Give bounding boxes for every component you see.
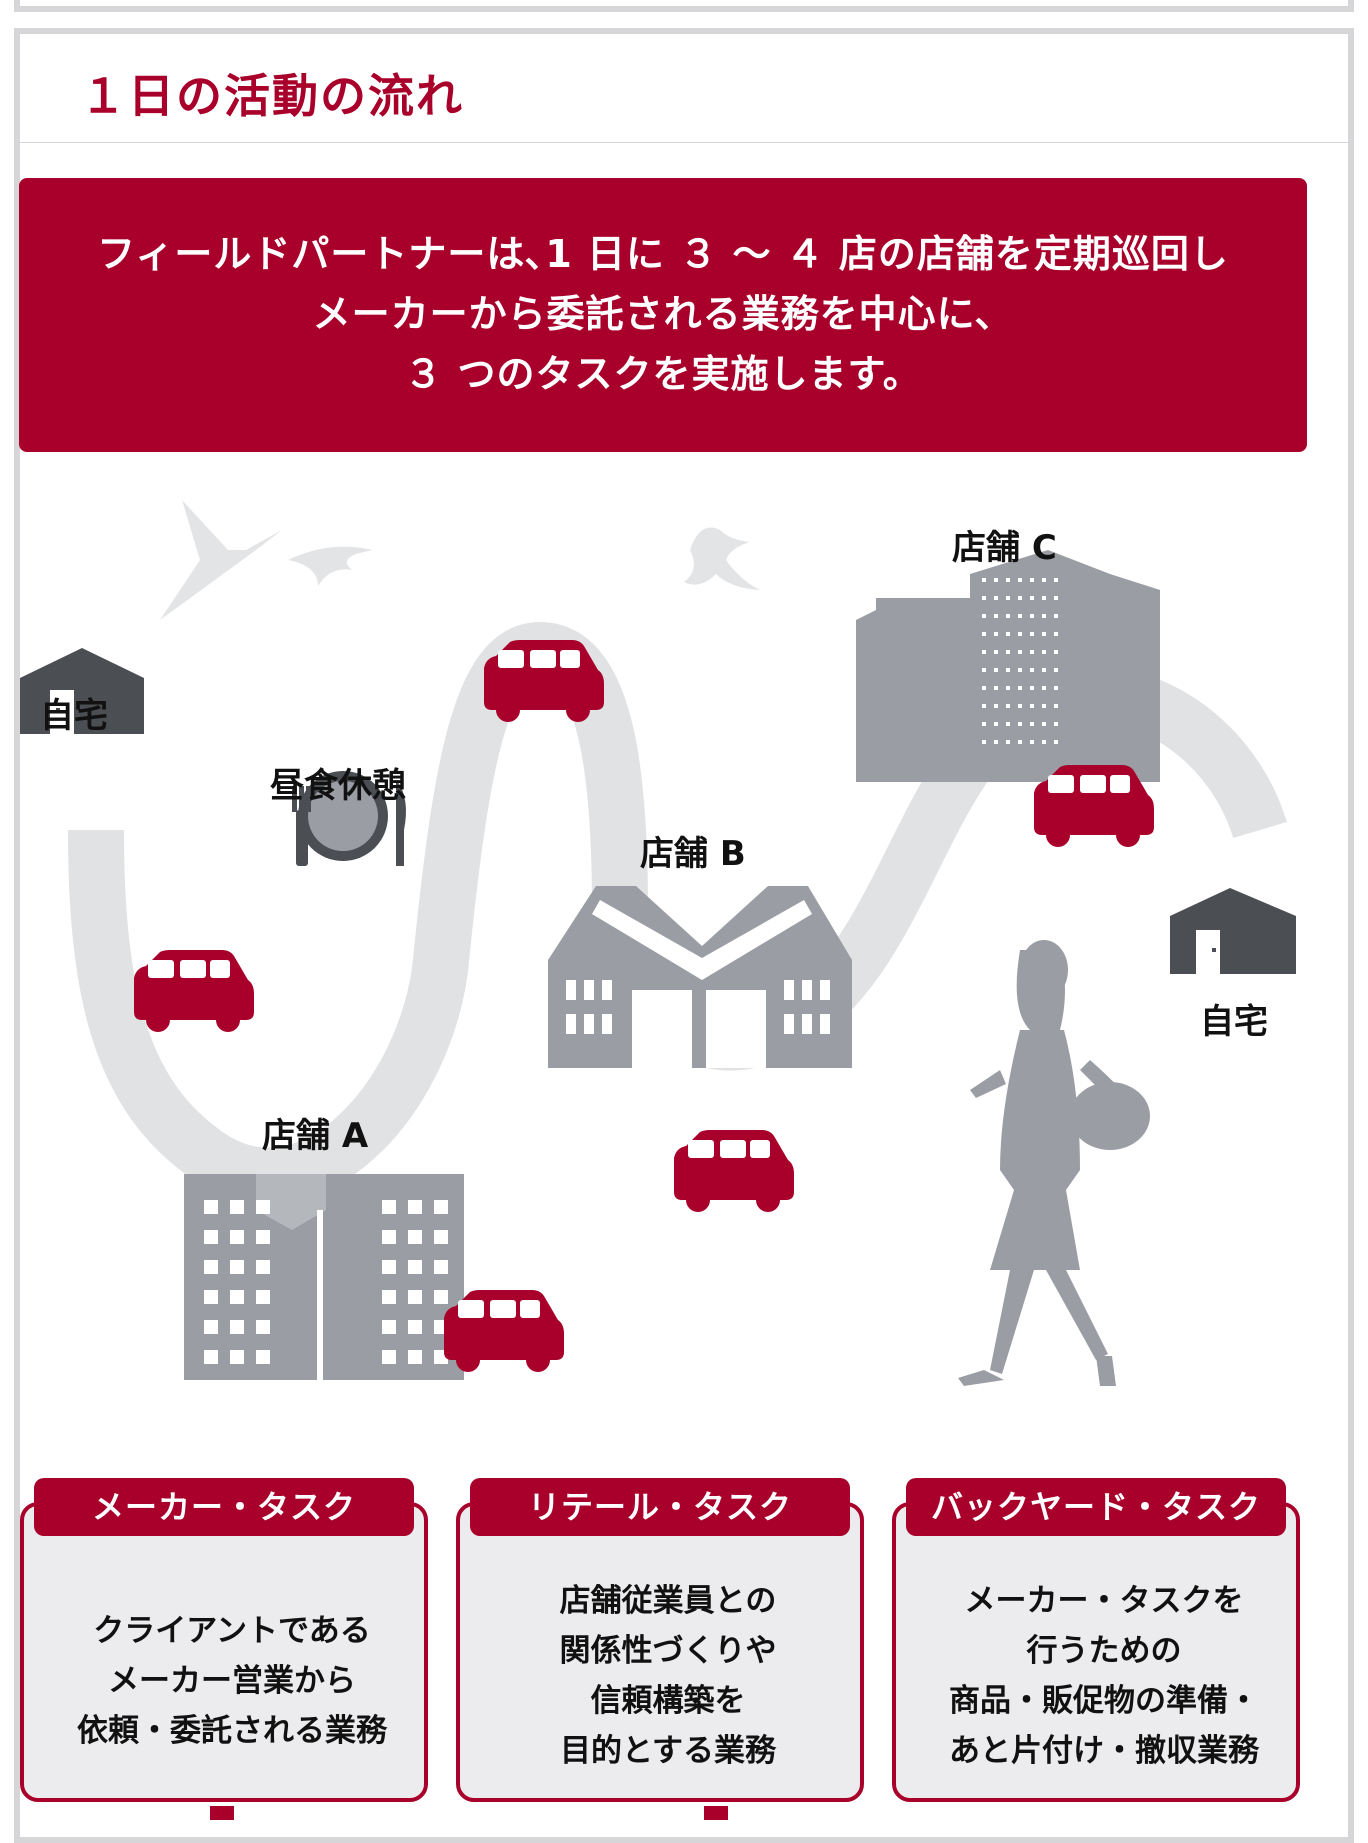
intro-line: フィールドパートナーは､1 日に ３ 〜 ４ 店の店舗を定期巡回し — [97, 232, 1229, 277]
task-line: 行うための — [1026, 1633, 1182, 1669]
connector-stub — [704, 1806, 728, 1820]
task-line: メーカー営業から — [108, 1663, 356, 1699]
route-svg — [20, 500, 1296, 1386]
store-c-building — [856, 550, 1160, 782]
connector-stub — [210, 1806, 234, 1820]
top-frame — [14, 0, 1354, 12]
task-line: メーカー・タスクを — [964, 1583, 1244, 1619]
task-title: メーカー・タスク — [34, 1478, 414, 1536]
task-title: バックヤード・タスク — [906, 1478, 1286, 1536]
task-line: 店舗従業員との — [559, 1583, 777, 1619]
task-card-backyard: メーカー・タスクを 行うための 商品・販促物の準備・ あと片付け・撤収業務 バッ… — [888, 1478, 1304, 1808]
task-description: クライアントである メーカー営業から 依頼・委託される業務 — [28, 1606, 436, 1756]
label-home-end: 自宅 — [1200, 1002, 1268, 1042]
businesswoman-icon — [958, 940, 1150, 1386]
task-title: リテール・タスク — [470, 1478, 850, 1536]
car-icon — [134, 950, 254, 1032]
store-b-building — [548, 886, 852, 1068]
section-header: １日の活動の流れ — [14, 28, 1354, 148]
intro-line: メーカーから委託される業務を中心に、 — [312, 292, 1014, 337]
task-card-maker: クライアントである メーカー営業から 依頼・委託される業務 メーカー・タスク — [16, 1478, 432, 1808]
task-line: クライアントである — [93, 1613, 371, 1649]
task-line: あと片付け・撤収業務 — [949, 1733, 1259, 1769]
label-store-c: 店舗 C — [952, 528, 1057, 568]
task-card-retail: 店舗従業員との 関係性づくりや 信頼構築を 目的とする業務 リテール・タスク — [452, 1478, 868, 1808]
car-icon — [674, 1130, 794, 1212]
label-home-start: 自宅 — [40, 696, 108, 736]
task-line: 商品・販促物の準備・ — [949, 1683, 1259, 1719]
home-icon-end — [1170, 888, 1296, 974]
task-line: 目的とする業務 — [559, 1733, 777, 1769]
home-icon-start — [20, 648, 144, 734]
task-card-body: クライアントである メーカー営業から 依頼・委託される業務 — [20, 1502, 428, 1802]
intro-banner: フィールドパートナーは､1 日に ３ 〜 ４ 店の店舗を定期巡回し メーカーから… — [19, 178, 1307, 452]
section-title: １日の活動の流れ — [80, 69, 464, 123]
intro-line: ３ つのタスクを実施します。 — [404, 351, 922, 396]
car-icon — [484, 640, 604, 722]
label-store-a: 店舗 A — [262, 1116, 369, 1156]
task-description: 店舗従業員との 関係性づくりや 信頼構築を 目的とする業務 — [464, 1576, 872, 1776]
daily-route-illustration: 自宅 昼食休憩 店舗 A 店舗 B 店舗 C 自宅 — [0, 470, 1368, 1390]
bird-icon — [160, 500, 760, 620]
task-description: メーカー・タスクを 行うための 商品・販促物の準備・ あと片付け・撤収業務 — [900, 1576, 1308, 1776]
task-line: 依頼・委託される業務 — [77, 1713, 387, 1749]
label-lunch-break: 昼食休憩 — [270, 766, 406, 806]
label-store-b: 店舗 B — [640, 834, 746, 874]
task-line: 関係性づくりや — [559, 1633, 777, 1669]
car-icon — [1034, 765, 1154, 847]
lunch-icon — [292, 771, 406, 866]
task-card-body: 店舗従業員との 関係性づくりや 信頼構築を 目的とする業務 — [456, 1502, 864, 1802]
task-line: 信頼構築を — [590, 1683, 746, 1719]
store-a-building — [184, 1174, 464, 1380]
task-card-body: メーカー・タスクを 行うための 商品・販促物の準備・ あと片付け・撤収業務 — [892, 1502, 1300, 1802]
car-icon — [444, 1290, 564, 1372]
